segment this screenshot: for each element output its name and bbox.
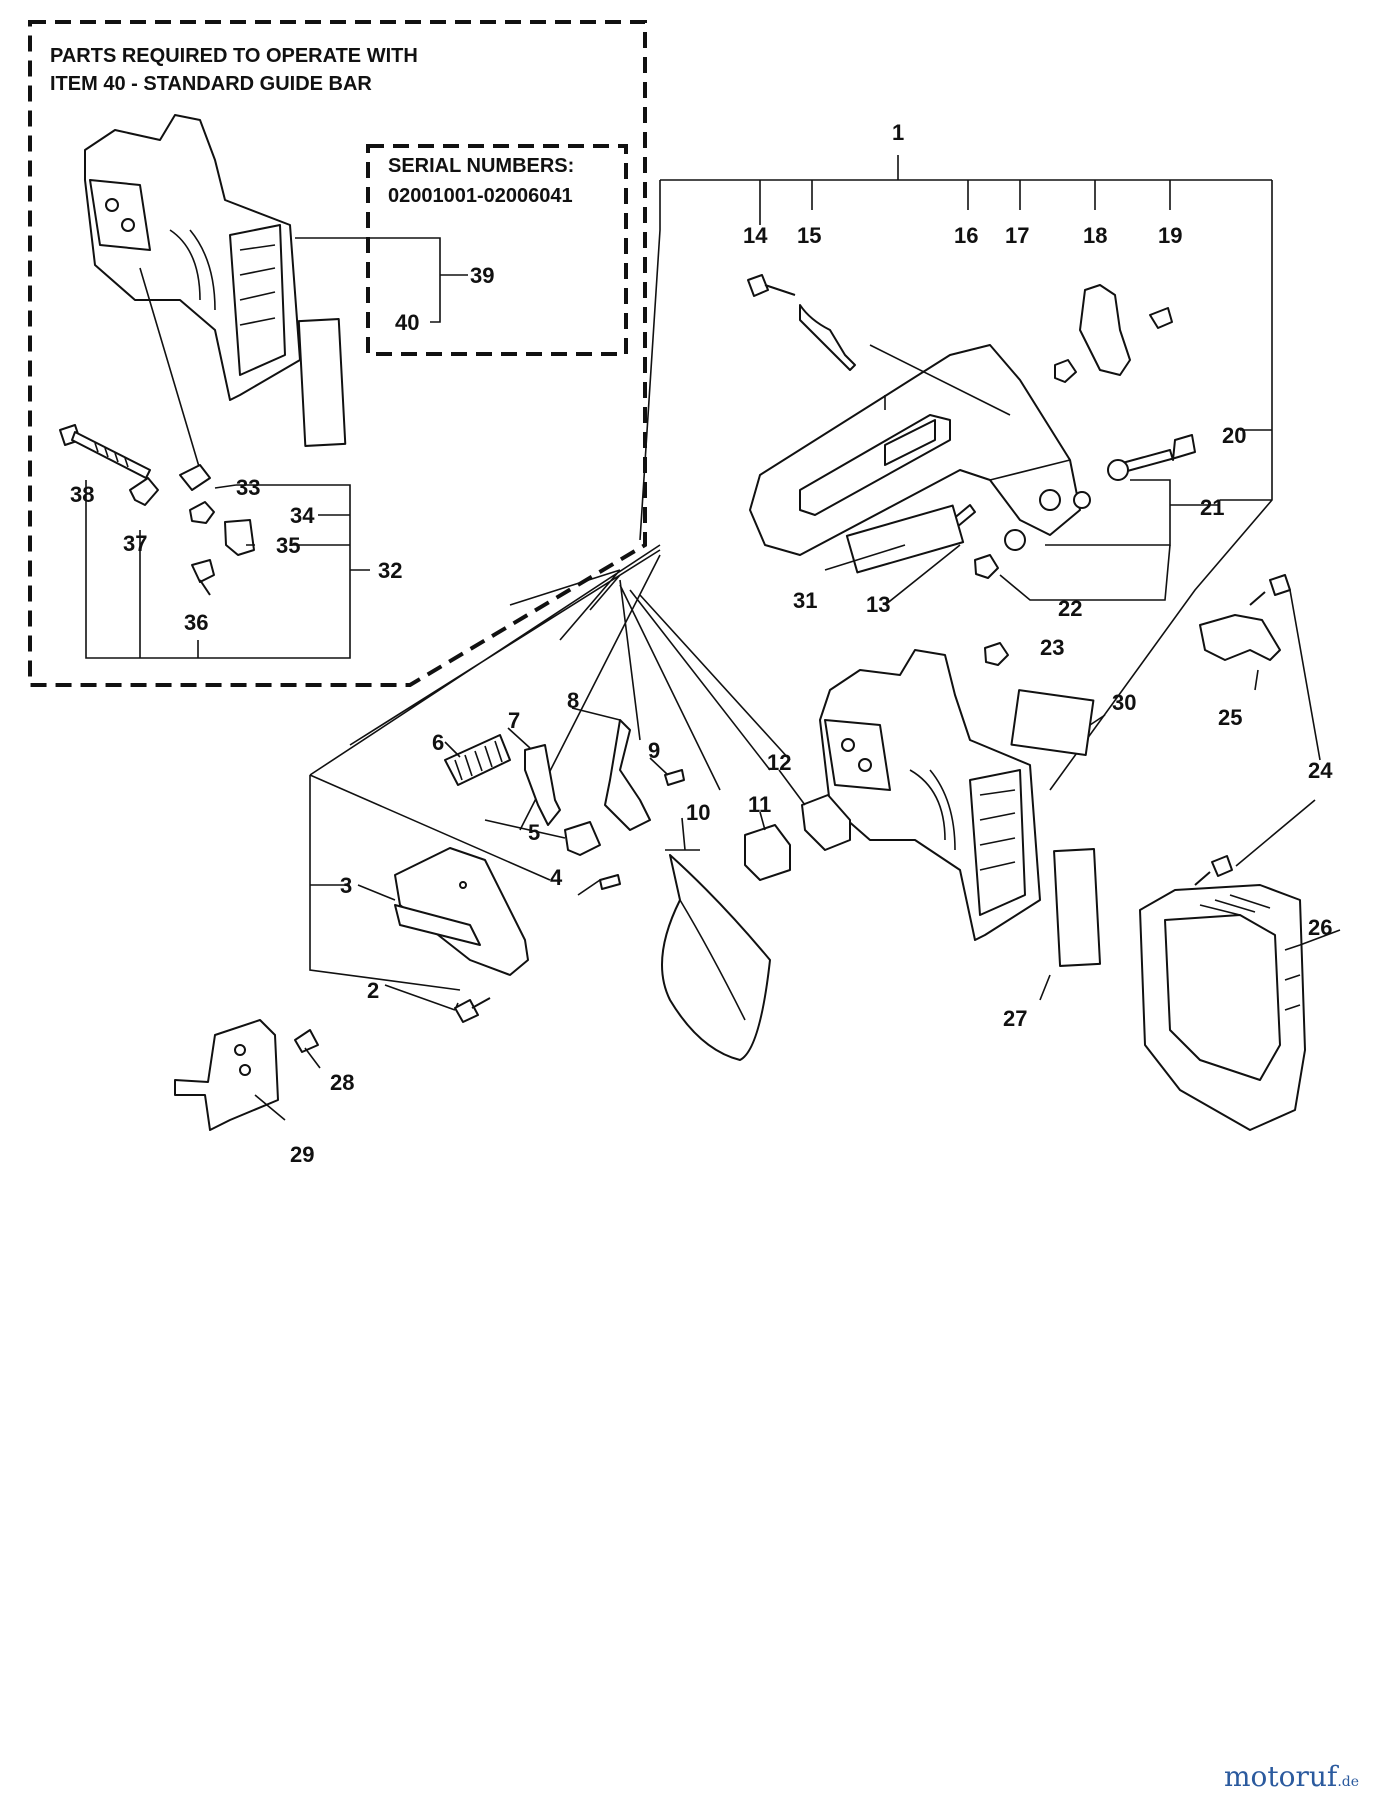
part-17-nut — [1054, 359, 1077, 383]
callout-20: 20 — [1222, 423, 1246, 448]
callout-25: 25 — [1218, 705, 1242, 730]
part-28-screw — [294, 1029, 319, 1053]
part-29-bar-plate — [174, 1019, 279, 1131]
callout-27: 27 — [1003, 1006, 1027, 1031]
part-3-chain-guide — [394, 847, 529, 976]
part-18-bracket — [1079, 284, 1131, 376]
part-23-nut — [984, 642, 1009, 666]
part-20-stud — [1114, 434, 1196, 474]
part-24-screw-top — [1249, 574, 1291, 606]
part-24-screw-bottom — [1194, 855, 1233, 886]
inset-label-40 — [297, 318, 347, 447]
callout-36: 36 — [184, 610, 208, 635]
callout-2: 2 — [367, 978, 379, 1003]
serial-box-title-line1: SERIAL NUMBERS: — [388, 155, 574, 177]
callout-12: 12 — [767, 750, 791, 775]
callout-19: 19 — [1158, 223, 1182, 248]
inset-clip-35 — [224, 519, 255, 556]
callout-1: 1 — [892, 120, 904, 145]
serial-box-title-line2: 02001001-02006041 — [388, 185, 573, 207]
callout-13: 13 — [866, 592, 890, 617]
callout-23: 23 — [1040, 635, 1064, 660]
inset-clutch-cover — [84, 114, 301, 401]
part-2-screw — [454, 997, 491, 1023]
part-16-guide-cover — [749, 344, 1091, 556]
inset-nut-37 — [129, 477, 159, 506]
callout-4: 4 — [550, 865, 563, 890]
guide-bar-box-title-line2: ITEM 40 - STANDARD GUIDE BAR — [50, 73, 372, 95]
part-30-label — [1010, 689, 1095, 757]
part-5-bushing — [564, 821, 601, 856]
callout-35: 35 — [276, 533, 300, 558]
guide-bar-parts-box — [28, 20, 647, 687]
callout-38: 38 — [70, 482, 94, 507]
callout-9: 9 — [648, 738, 660, 763]
inset-bracket-32 — [85, 480, 370, 659]
watermark-suffix: .de — [1337, 1774, 1360, 1790]
callout-28: 28 — [330, 1070, 354, 1095]
inset-nut-34 — [189, 501, 215, 524]
part-22-nut — [974, 554, 999, 579]
callout-22: 22 — [1058, 596, 1082, 621]
callout-26: 26 — [1308, 915, 1332, 940]
callout-16: 16 — [954, 223, 978, 248]
callout-29: 29 — [290, 1142, 314, 1167]
inset-screw-38 — [59, 424, 151, 479]
callout-39: 39 — [470, 263, 494, 288]
motoruf-watermark: motoruf.de — [1224, 1760, 1359, 1793]
part-9-pin — [664, 769, 685, 786]
assembly-bracket-1 — [639, 155, 1273, 791]
callout-24: 24 — [1308, 758, 1333, 783]
part-25-chain-catcher — [1199, 614, 1281, 661]
callout-17: 17 — [1005, 223, 1029, 248]
part-31-label — [845, 504, 965, 574]
callout-11: 11 — [748, 792, 771, 817]
callout-18: 18 — [1083, 223, 1107, 248]
callout-15: 15 — [797, 223, 821, 248]
part-14-bolt — [747, 274, 796, 297]
serial-numbers-box — [366, 144, 628, 356]
part-4-pin — [599, 874, 621, 890]
inset-pin-33 — [179, 464, 211, 491]
bracket-22 — [999, 544, 1171, 601]
part-21-nut — [1004, 529, 1026, 551]
callout-37: 37 — [123, 531, 147, 556]
part-1-clutch-cover — [819, 649, 1041, 941]
inset-leader-39 — [295, 237, 468, 323]
callout-34: 34 — [290, 503, 315, 528]
callout-3: 3 — [340, 873, 352, 898]
callout-6: 6 — [432, 730, 444, 755]
callout-7: 7 — [508, 708, 520, 733]
callout-8: 8 — [567, 688, 579, 713]
part-15-wire — [799, 304, 856, 371]
callout-10: 10 — [686, 800, 710, 825]
part-11-collar — [744, 824, 791, 881]
part-27-label — [1053, 848, 1102, 967]
inset-leader-to-33 — [139, 267, 201, 471]
part-19-screw — [1149, 307, 1173, 329]
part-21-washer — [1107, 459, 1129, 481]
part-8-brake-lever — [604, 719, 651, 831]
inset-screw-36 — [191, 559, 215, 596]
callout-33: 33 — [236, 475, 260, 500]
watermark-brand: motoruf — [1224, 1760, 1338, 1793]
callout-31: 31 — [793, 588, 817, 613]
callout-21: 21 — [1200, 495, 1224, 520]
part-26-handle-guard — [1139, 884, 1341, 1131]
part-12-block — [801, 794, 851, 851]
assembly-fanout-leaders — [309, 544, 791, 991]
part-10-brake-band — [661, 849, 771, 1061]
part-7-lever — [524, 744, 561, 826]
callout-14: 14 — [743, 223, 768, 248]
callout-40: 40 — [395, 310, 419, 335]
callout-5: 5 — [528, 820, 540, 845]
bracket-21 — [1045, 479, 1220, 546]
callout-30: 30 — [1112, 690, 1136, 715]
guide-bar-box-title-line1: PARTS REQUIRED TO OPERATE WITH — [50, 45, 418, 67]
callout-32: 32 — [378, 558, 402, 583]
